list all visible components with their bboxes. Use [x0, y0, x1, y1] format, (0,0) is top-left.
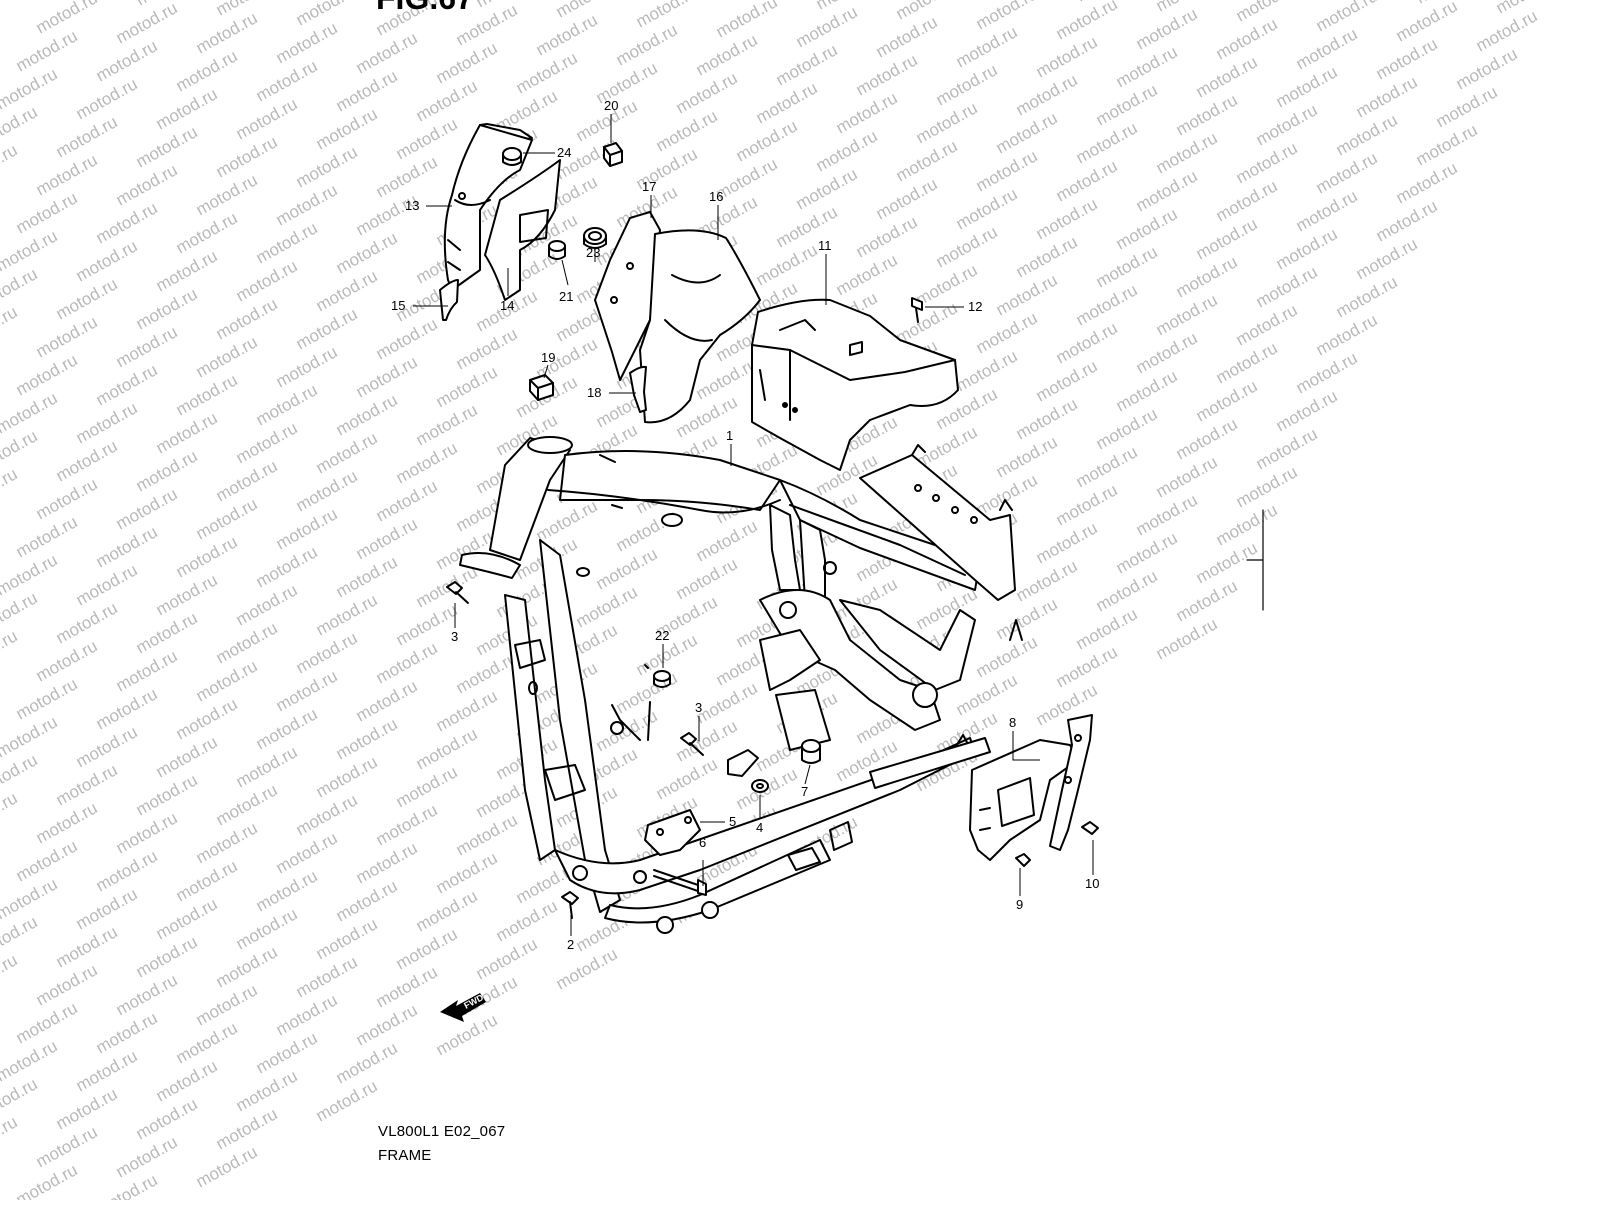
callout-23: 23 — [586, 245, 600, 260]
watermark-text: motod.ru — [0, 140, 21, 189]
callout-4: 4 — [756, 820, 763, 835]
part-4-nut — [751, 779, 769, 793]
watermark-text: motod.ru — [0, 1112, 21, 1161]
part-3-bolt-left — [446, 581, 469, 604]
watermark-text: motod.ru — [0, 950, 21, 999]
callout-6: 6 — [699, 835, 706, 850]
leader-lines — [413, 114, 1094, 936]
part-20-cushion — [603, 142, 623, 167]
watermark-text: motod.ru — [0, 664, 1, 713]
section-name: FRAME — [378, 1147, 432, 1164]
callout-9: 9 — [1016, 897, 1023, 912]
callout-21: 21 — [559, 289, 573, 304]
model-code: VL800L1 E02_067 — [378, 1123, 506, 1140]
callout-22: 22 — [655, 628, 669, 643]
figure-title: FIG.67 — [376, 0, 474, 17]
callout-17: 17 — [642, 179, 656, 194]
callout-14: 14 — [500, 298, 514, 313]
callout-5: 5 — [729, 814, 736, 829]
part-2-bolt — [561, 891, 579, 919]
callout-11: 11 — [818, 238, 832, 253]
callout-20: 20 — [604, 98, 618, 113]
watermark-text: motod.ru — [0, 502, 1, 551]
part-13-side-cover — [443, 123, 533, 291]
part-15-strip — [439, 279, 459, 321]
watermark-text: motod.ru — [0, 826, 1, 875]
part-3-bolt-center — [680, 732, 704, 756]
callout-13: 13 — [405, 198, 419, 213]
callout-1: 1 — [726, 428, 733, 443]
callout-24: 24 — [557, 145, 571, 160]
callout-15: 15 — [391, 298, 405, 313]
callout-7: 7 — [801, 784, 808, 799]
callout-labels: 1 2 3 3 4 5 6 7 8 9 10 11 12 13 14 15 16… — [391, 98, 1099, 952]
callout-16: 16 — [709, 189, 723, 204]
watermark-text: motod.ru — [0, 788, 21, 837]
callout-10: 10 — [1085, 876, 1099, 891]
callout-8: 8 — [1009, 715, 1016, 730]
part-11-battery-holder — [751, 298, 959, 471]
part-23-grommet — [583, 227, 607, 249]
part-7-collar — [801, 739, 821, 764]
part-9-bolt — [1015, 853, 1031, 867]
callout-18: 18 — [587, 385, 601, 400]
part-22-plug — [644, 664, 671, 741]
part-12-bolt — [911, 297, 923, 323]
callout-12: 12 — [968, 299, 982, 314]
watermark-text: motod.ru — [0, 464, 21, 513]
part-19-cushion — [529, 374, 554, 401]
part-5-link-plate — [727, 749, 759, 777]
part-14-inner-panel — [484, 159, 561, 301]
callout-19: 19 — [541, 350, 555, 365]
part-16-cover — [639, 229, 761, 424]
part-5-bracket — [644, 809, 701, 856]
watermark-text: motod.ru — [0, 988, 1, 1037]
callout-2: 2 — [567, 937, 574, 952]
part-17-side-cover — [594, 211, 661, 381]
margin-mark — [1246, 509, 1264, 611]
callout-3-left: 3 — [451, 629, 458, 644]
watermark-text: motod.ru — [0, 1150, 1, 1199]
part-8-bracket — [969, 714, 1093, 861]
watermark-text: motod.ru — [0, 178, 1, 227]
part-18-strip — [629, 365, 647, 413]
part-24-grommet — [502, 147, 522, 166]
part-10-bolt — [1081, 821, 1099, 835]
callout-3-center: 3 — [695, 700, 702, 715]
part-21-nut — [548, 240, 566, 260]
watermark-text: motod.ru — [0, 626, 21, 675]
watermark-text: motod.ru — [0, 302, 21, 351]
watermark-text: motod.ru — [0, 340, 1, 389]
